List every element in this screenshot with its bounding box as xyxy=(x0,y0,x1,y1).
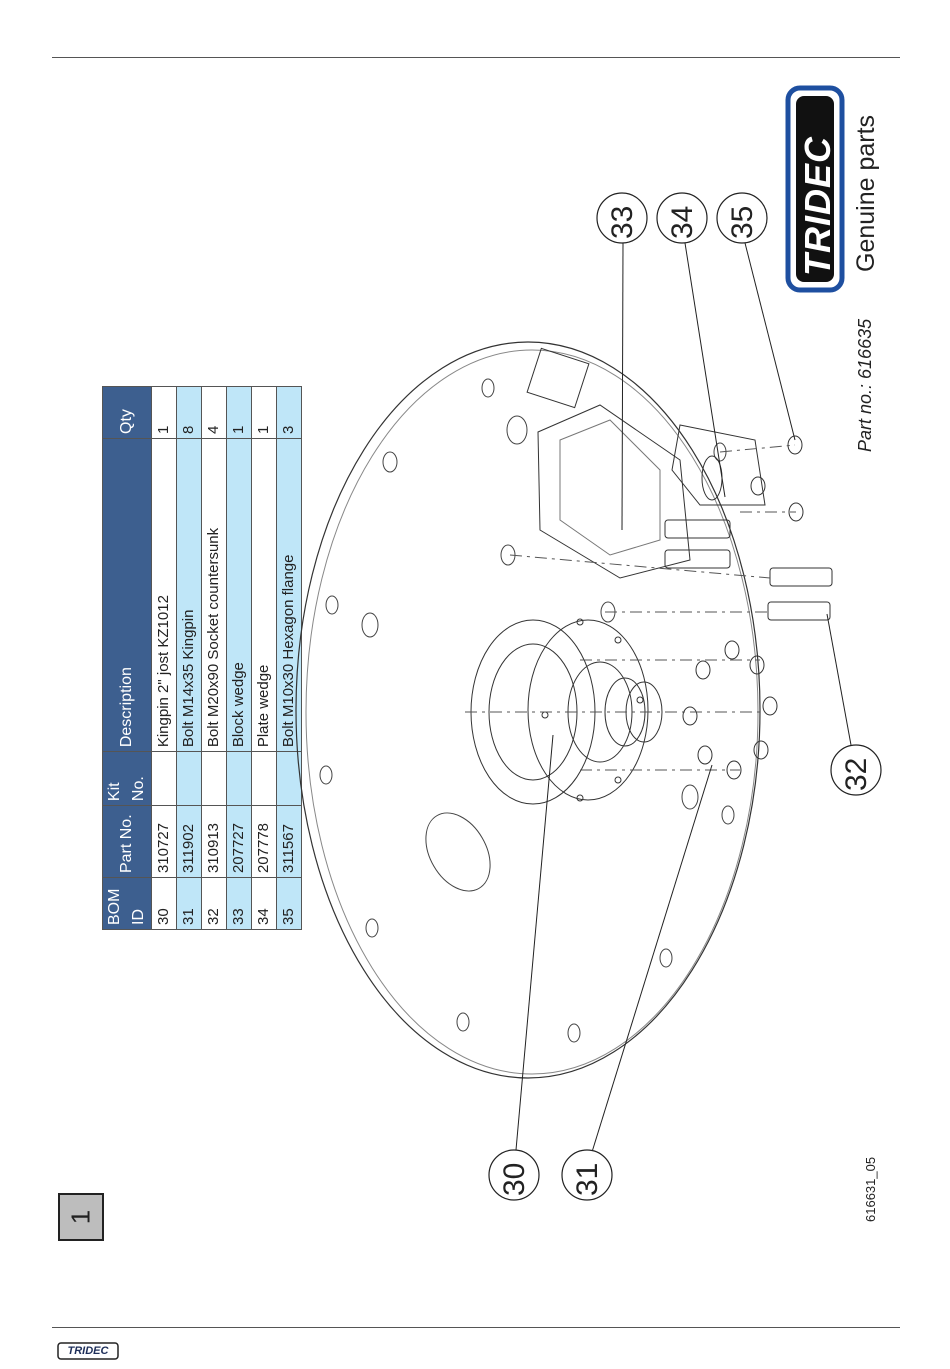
callout-31: 31 xyxy=(571,1162,604,1196)
part-number: Part no.: 616635 xyxy=(855,318,875,452)
bolts xyxy=(664,435,833,780)
page-number: 1 xyxy=(65,1209,96,1225)
bottom-rule xyxy=(52,1327,900,1328)
footer-logo xyxy=(57,1342,119,1360)
plate-wedge xyxy=(671,424,766,506)
wedge-block xyxy=(526,347,691,579)
top-rule xyxy=(52,57,900,58)
callout-circles xyxy=(488,192,882,1201)
callout-30: 30 xyxy=(498,1162,531,1196)
footer-logo-text: TRIDEC xyxy=(67,1345,109,1357)
tridec-logo xyxy=(785,85,845,293)
plate-holes xyxy=(319,378,735,1043)
leader-lines xyxy=(515,242,852,1153)
callout-35: 35 xyxy=(726,205,759,239)
callout-33: 33 xyxy=(606,205,639,239)
callout-32: 32 xyxy=(840,757,873,791)
center-lines xyxy=(465,444,796,771)
genuine-parts-tagline: Genuine parts xyxy=(852,114,880,272)
drawing-reference: 616631_05 xyxy=(863,1156,878,1222)
page-number-box: 1 xyxy=(58,1193,104,1241)
callout-34: 34 xyxy=(666,205,699,239)
logo-text: TRIDEC xyxy=(797,136,838,276)
